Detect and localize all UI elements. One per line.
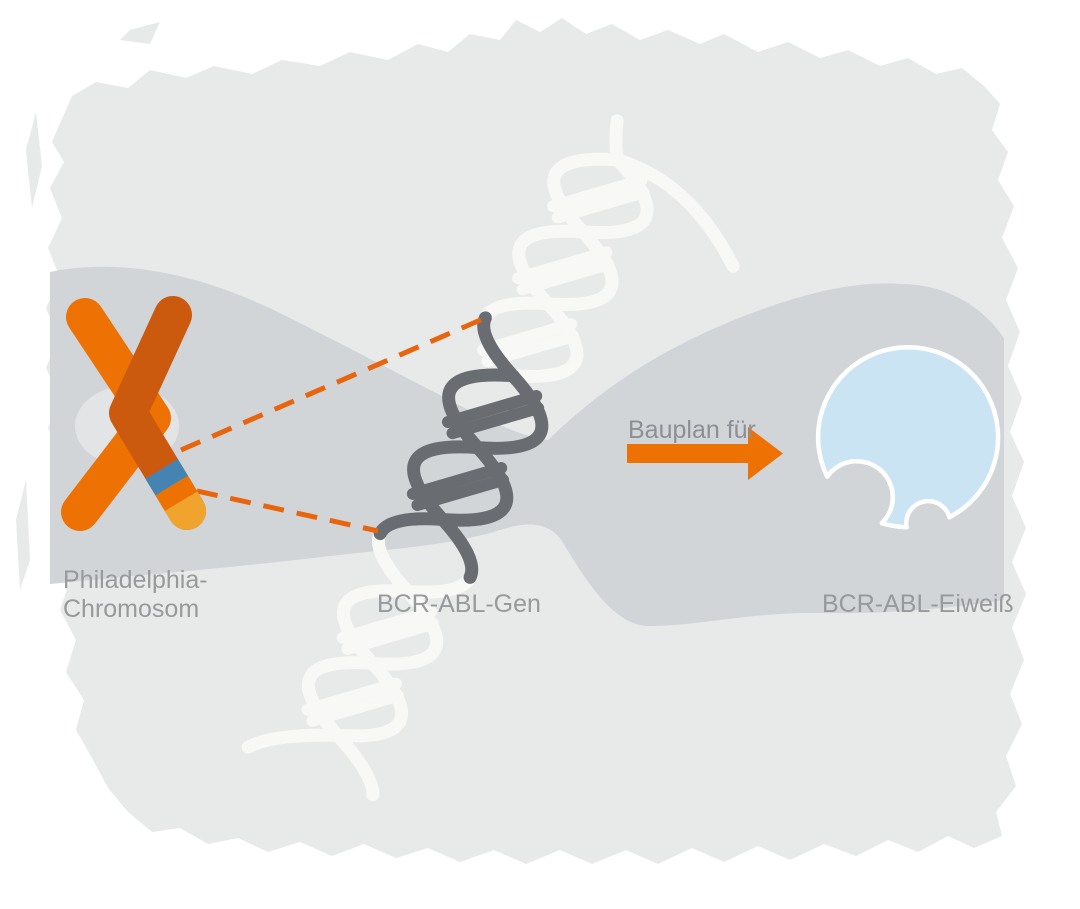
dashed-connector-lines: [180, 315, 486, 534]
chromosome-band-orange: [155, 475, 198, 511]
philadelphia-chromosome-illustration: [61, 296, 206, 531]
torn-paper-flake: [26, 112, 42, 208]
dashed-line-lower: [196, 488, 379, 534]
chromosome-band-blue: [145, 459, 188, 496]
torn-paper-flake: [120, 22, 160, 44]
chromosome-label-line1: Philadelphia-: [63, 566, 208, 594]
chromosome-label-line2: Chromosom: [63, 595, 199, 623]
right-arrow-icon: [627, 427, 783, 480]
arrow-label: Bauplan für: [628, 416, 756, 444]
bcr-abl-gene-dark-segment: [373, 311, 549, 584]
protein-blob-illustration: [815, 345, 1001, 530]
torn-paper-flake: [16, 480, 30, 590]
gene-label: BCR-ABL-Gen: [377, 590, 541, 618]
dna-double-helix-illustration: [241, 114, 740, 802]
protein-label: BCR-ABL-Eiweiß: [822, 590, 1014, 618]
dashed-line-upper: [180, 315, 486, 453]
dna-helix-light-rungs: [301, 174, 650, 727]
